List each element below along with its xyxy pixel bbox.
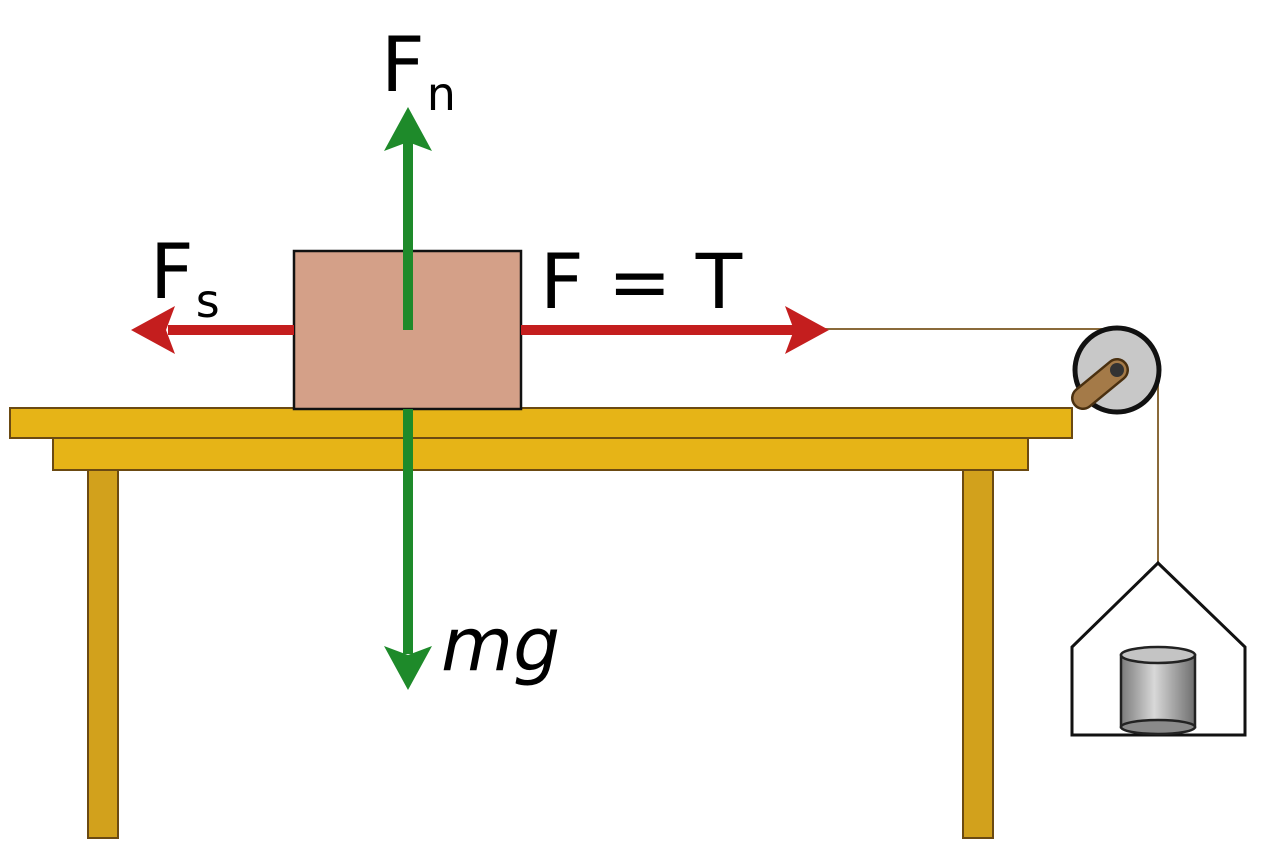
pulley-icon: [1071, 325, 1162, 415]
table: [9, 407, 1073, 839]
normal-arrow-shaft: [403, 142, 413, 330]
tension-label: F = T: [540, 237, 743, 326]
hanging-mass: [1070, 560, 1247, 737]
friction-arrow-head: [131, 306, 175, 354]
friction-arrow: [131, 306, 294, 354]
table-leg-left: [87, 467, 119, 839]
weight-arrow-head: [384, 646, 432, 690]
cylinder-bottom: [1119, 718, 1197, 736]
normal-force-label: Fn: [381, 20, 456, 121]
cylinder-body: [1119, 653, 1197, 729]
weight-arrow: [384, 409, 432, 690]
pulley-bracket-inner: [1073, 360, 1127, 408]
friction-force-label: Fs: [150, 227, 220, 328]
normal-arrow-head: [384, 107, 432, 151]
weight-arrow-shaft: [403, 409, 413, 654]
table-leg-right: [962, 467, 994, 839]
tension-arrow-shaft: [521, 325, 797, 335]
weight-label: mg: [441, 602, 560, 688]
friction-arrow-shaft: [168, 325, 294, 335]
cylinder-top: [1119, 645, 1197, 665]
pulley-axle: [1110, 363, 1124, 377]
table-apron: [52, 435, 1029, 471]
rope: [822, 328, 1159, 563]
table-top: [9, 407, 1073, 439]
cylinder-weight-icon: [1119, 645, 1197, 736]
tension-arrow: [521, 306, 829, 354]
normal-force-arrow: [384, 107, 432, 330]
tension-arrow-head: [785, 306, 829, 354]
